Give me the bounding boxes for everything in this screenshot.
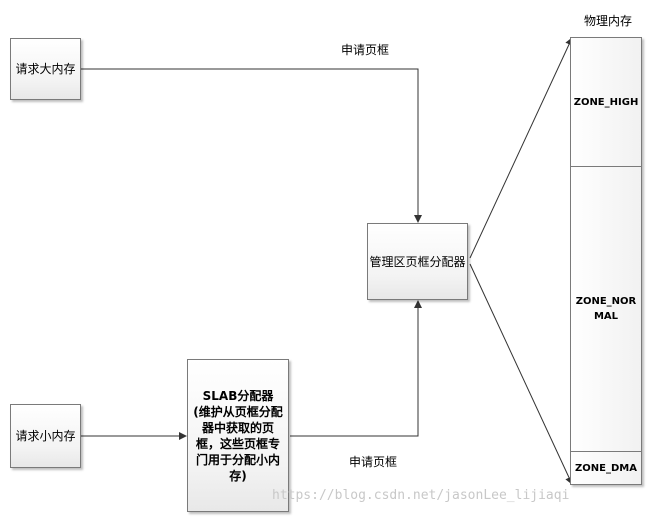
page-frame-allocator-box: 管理区页框分配器	[367, 223, 468, 300]
slab-allocator-description: (维护从页框分配器中获取的页框，这些页框专门用于分配小内存)	[193, 404, 283, 483]
zone-divider	[571, 166, 641, 167]
physical-memory-title: 物理内存	[584, 14, 633, 28]
watermark-text: https://blog.csdn.net/jasonLee_lijiaqi	[272, 488, 570, 503]
zone-high: ZONE_HIGH	[573, 96, 639, 108]
request-small-memory-label: 请求小内存	[15, 429, 76, 443]
page-frame-allocator-label: 管理区页框分配器	[369, 254, 466, 269]
arrow-allocator-to-memory-bottom	[469, 263, 573, 485]
edge-label-top: 申请页框	[341, 43, 390, 57]
request-small-memory-box: 请求小内存	[10, 404, 81, 468]
arrow-big-to-allocator	[81, 68, 422, 223]
request-big-memory-label: 请求大内存	[15, 62, 76, 76]
zone-normal: ZONE_NORMAL	[575, 296, 637, 322]
slab-allocator-title: SLAB分配器	[202, 388, 274, 403]
request-big-memory-box: 请求大内存	[10, 38, 81, 100]
edge-label-bottom: 申请页框	[349, 455, 398, 469]
zone-divider	[571, 451, 641, 452]
physical-memory-column: ZONE_HIGH ZONE_NORMAL ZONE_DMA	[570, 37, 642, 485]
arrow-allocator-to-memory-top	[469, 37, 573, 259]
zone-dma: ZONE_DMA	[575, 463, 637, 474]
arrow-slab-to-allocator	[290, 300, 422, 437]
slab-allocator-box: SLAB分配器 (维护从页框分配器中获取的页框，这些页框专门用于分配小内存)	[187, 359, 289, 512]
